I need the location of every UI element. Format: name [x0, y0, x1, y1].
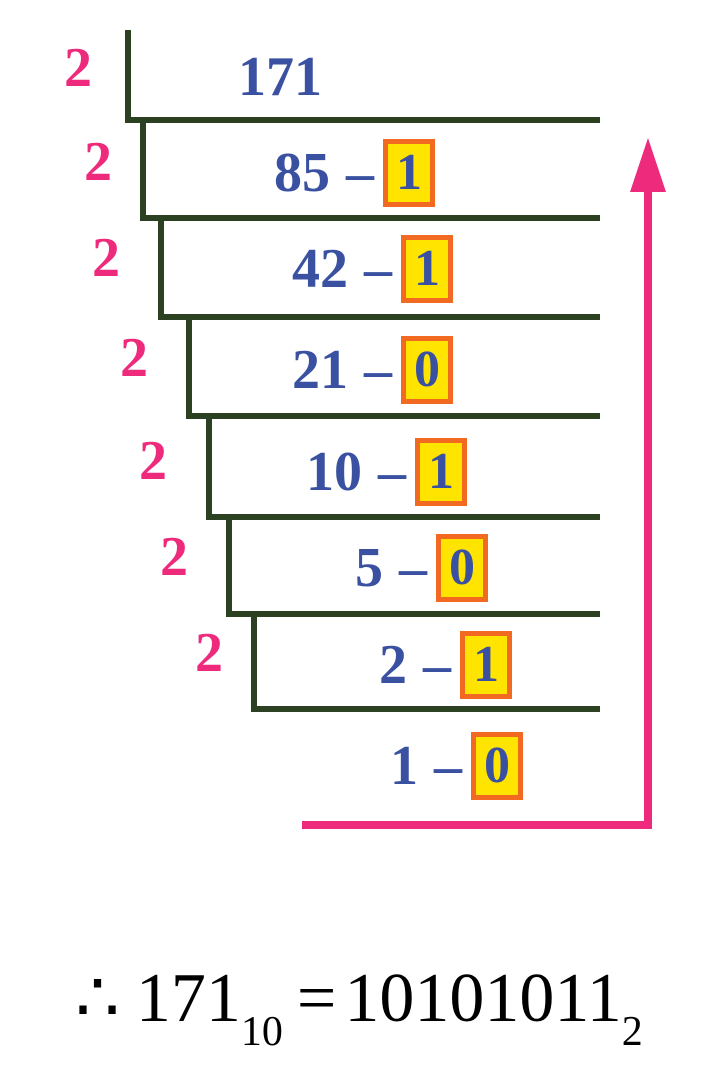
- division-bracket-vertical-6: [226, 518, 232, 617]
- division-bracket-horizontal-1: [125, 117, 600, 123]
- remainder-dash: –: [346, 142, 374, 204]
- division-row-171: 171: [215, 37, 345, 117]
- decimal-value: 171: [135, 960, 241, 1037]
- division-bracket-vertical-4: [186, 318, 192, 419]
- remainder-dash: –: [364, 339, 392, 401]
- quotient-value: 42: [292, 238, 348, 300]
- remainder-dash: –: [434, 735, 462, 797]
- remainder-dash: –: [364, 238, 392, 300]
- division-bracket-horizontal-7: [251, 706, 600, 712]
- division-row-85: 85 – 1: [274, 133, 435, 213]
- division-row-42: 42 – 1: [292, 229, 453, 309]
- division-bracket-horizontal-5: [206, 514, 600, 520]
- remainder-box: 0: [471, 732, 523, 800]
- division-bracket-horizontal-3: [158, 314, 600, 320]
- division-row-5: 5 – 0: [355, 528, 488, 608]
- quotient-value: 1: [390, 735, 418, 797]
- division-row-2: 2 – 1: [379, 625, 512, 705]
- binary-base-subscript: 2: [621, 1009, 643, 1055]
- remainder-box: 1: [401, 235, 453, 303]
- divisor-2-row-4: 2: [120, 327, 148, 389]
- quotient-value: 171: [238, 46, 322, 108]
- remainder-value: 1: [396, 144, 422, 201]
- therefore-symbol: ∴: [75, 960, 120, 1037]
- quotient-value: 21: [292, 339, 348, 401]
- remainder-value: 0: [484, 737, 510, 794]
- division-bracket-vertical-3: [158, 219, 164, 320]
- remainder-dash: –: [399, 537, 427, 599]
- remainder-dash: –: [423, 634, 451, 696]
- up-arrow-icon: [302, 821, 652, 829]
- remainder-value: 1: [414, 240, 440, 297]
- divisor-2-row-3: 2: [92, 227, 120, 289]
- remainder-value: 1: [473, 636, 499, 693]
- division-bracket-vertical-1: [125, 30, 131, 123]
- remainder-dash: –: [378, 441, 406, 503]
- quotient-value: 5: [355, 537, 383, 599]
- divisor-2-row-7: 2: [195, 622, 223, 684]
- remainder-value: 1: [428, 443, 454, 500]
- remainder-box: 0: [436, 534, 488, 602]
- divisor-2-row-6: 2: [160, 526, 188, 588]
- division-bracket-vertical-7: [251, 615, 257, 712]
- quotient-value: 2: [379, 634, 407, 696]
- remainder-box: 0: [401, 336, 453, 404]
- divisor-2-row-5: 2: [139, 430, 167, 492]
- divisor-2-row-1: 2: [64, 37, 92, 99]
- quotient-value: 10: [306, 441, 362, 503]
- up-arrow-head: [630, 138, 666, 192]
- division-bracket-horizontal-2: [140, 215, 600, 221]
- remainder-value: 0: [449, 539, 475, 596]
- up-arrow-shaft: [644, 188, 652, 829]
- division-bracket-vertical-5: [206, 417, 212, 520]
- equals-sign: =: [296, 960, 337, 1037]
- decimal-base-subscript: 10: [240, 1009, 283, 1055]
- divisor-2-row-2: 2: [84, 131, 112, 193]
- division-bracket-vertical-2: [140, 121, 146, 221]
- division-bracket-horizontal-4: [186, 413, 600, 419]
- remainder-value: 0: [414, 341, 440, 398]
- remainder-box: 1: [383, 139, 435, 207]
- division-row-10: 10 – 1: [306, 432, 467, 512]
- quotient-value: 85: [274, 142, 330, 204]
- division-bracket-horizontal-6: [226, 611, 600, 617]
- conversion-result: ∴17110 =101010112: [0, 960, 718, 1055]
- remainder-box: 1: [415, 438, 467, 506]
- binary-value: 10101011: [344, 960, 622, 1037]
- remainder-box: 1: [460, 631, 512, 699]
- division-row-21: 21 – 0: [292, 330, 453, 410]
- division-row-1: 1 – 0: [390, 726, 523, 806]
